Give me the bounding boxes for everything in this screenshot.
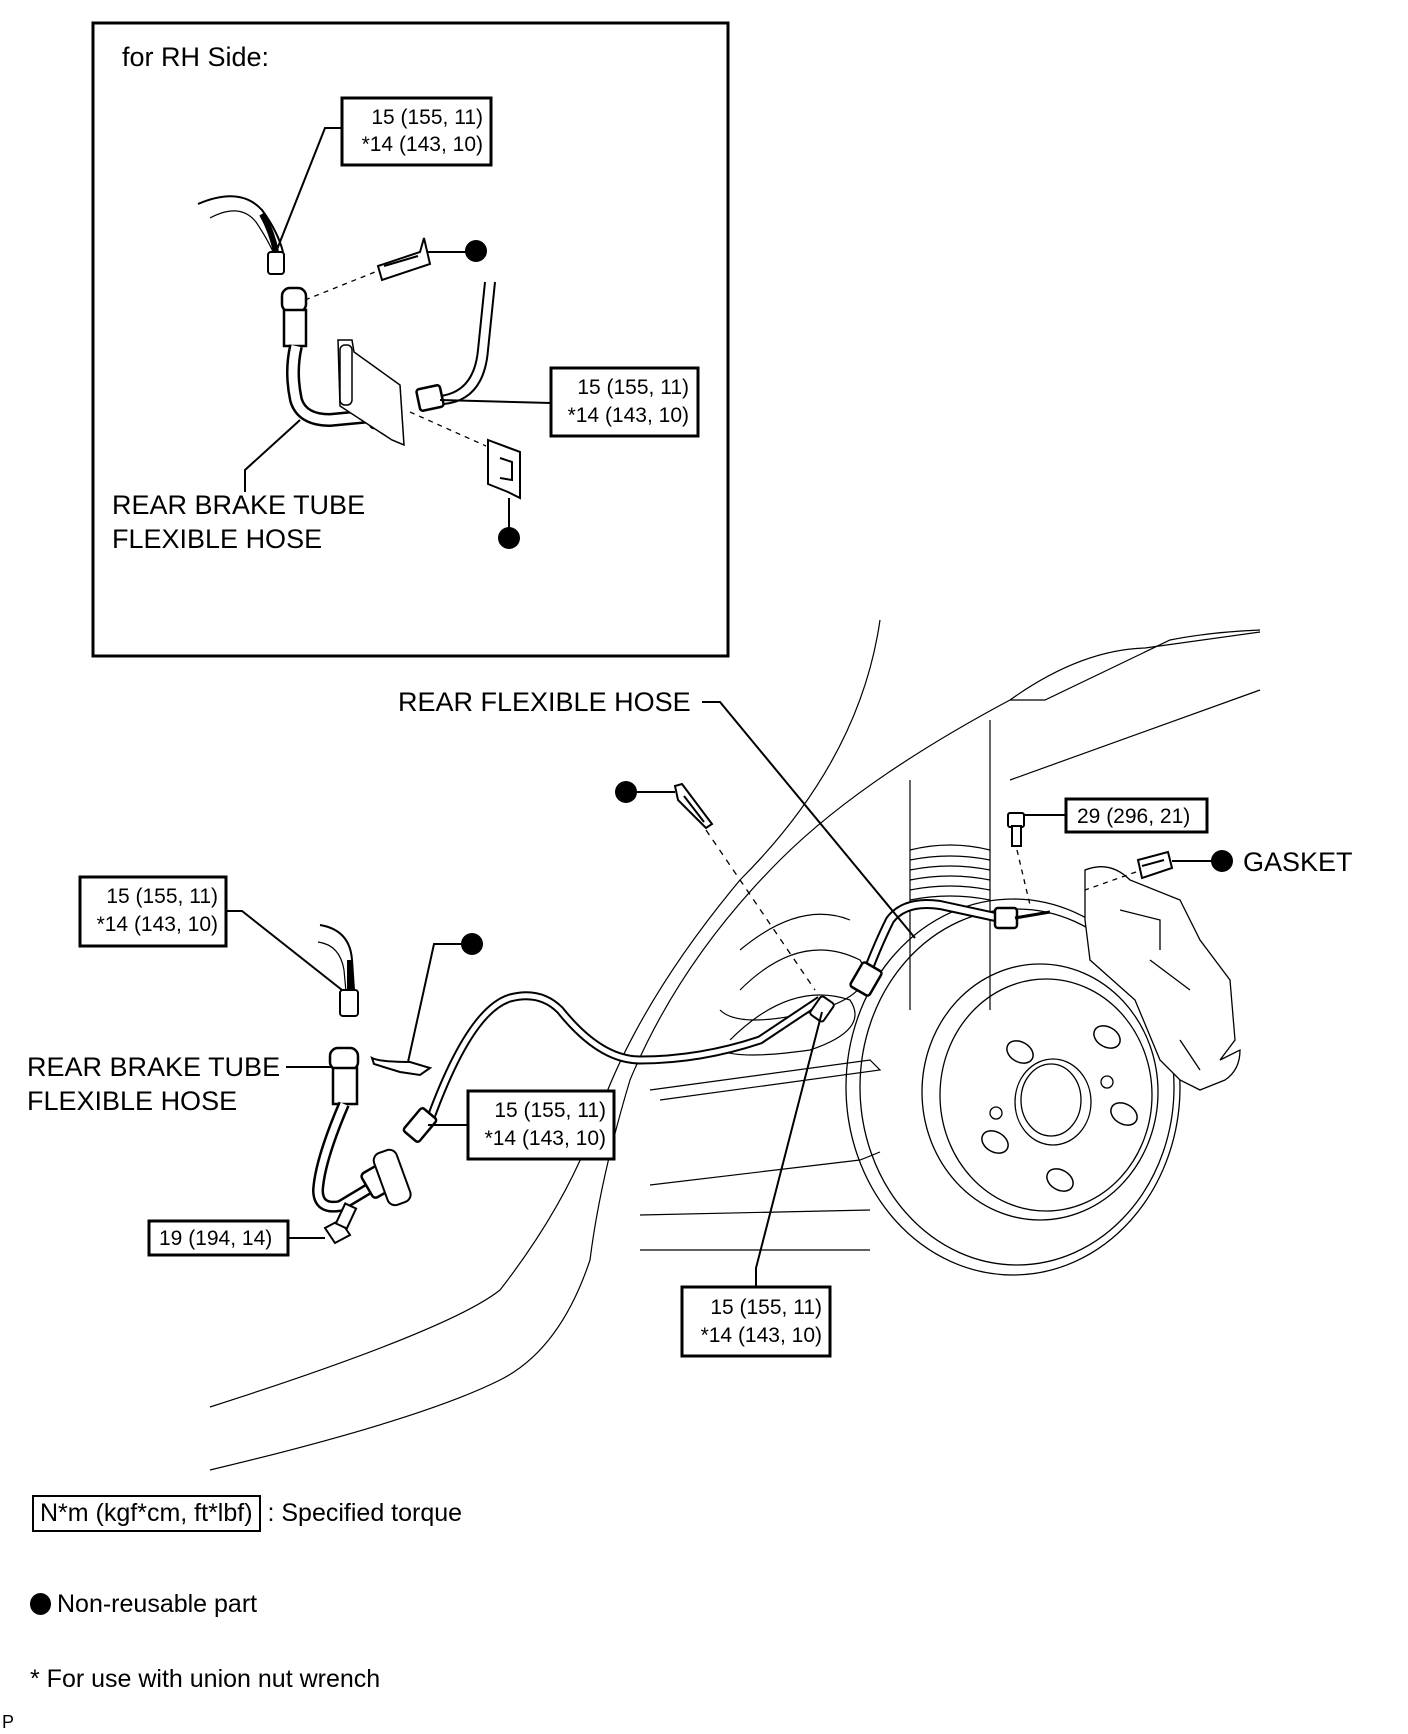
upper-left-torque-box <box>78 875 228 948</box>
main-brake-tube <box>425 991 835 1122</box>
bottom-torque-line1: 15 (155, 11) <box>710 1296 822 1319</box>
left-flexible-hose <box>311 924 438 1245</box>
gasket-label: GASKET <box>1243 847 1353 877</box>
left-clip <box>370 1056 433 1077</box>
bottom-torque-line2: *14 (143, 10) <box>701 1324 822 1347</box>
inset-brake-tube-right <box>415 281 496 412</box>
inset-callout-2-line2: *14 (143, 10) <box>568 404 689 427</box>
brake-caliper <box>1084 866 1241 1091</box>
upper-left-torque-leader <box>226 910 343 991</box>
inset-hose-label-leader <box>244 419 301 492</box>
inset-hose-label-line1: REAR BRAKE TUBE <box>112 490 365 520</box>
legend-non-reusable: Non-reusable part <box>30 1590 257 1619</box>
non-reusable-dot <box>465 240 487 262</box>
inset-clip-lower <box>487 438 521 500</box>
non-reusable-dot <box>1211 850 1233 872</box>
inset-callout-1-leader <box>275 127 342 253</box>
caliper-bolt-dashed <box>1016 849 1031 906</box>
bolt-left-torque-box <box>147 1219 290 1257</box>
left-clip-leader <box>407 943 464 1063</box>
inset-bracket <box>337 339 405 447</box>
non-reusable-text: Non-reusable part <box>57 1590 258 1618</box>
upper-left-torque-line1: 15 (155, 11) <box>106 885 218 908</box>
inset-clip-upper <box>376 237 432 282</box>
caliper-bolt <box>1007 812 1025 847</box>
upper-left-torque-line2: *14 (143, 10) <box>97 913 218 936</box>
gasket-part <box>1136 850 1174 880</box>
inset-clip-lower-dashed <box>409 411 487 447</box>
inset-callout-1-line1: 15 (155, 11) <box>371 106 483 129</box>
rh-side-inset: for RH Side: <box>91 21 730 658</box>
non-reusable-dot-icon <box>30 1593 51 1615</box>
legend-footnote: * For use with union nut wrench <box>30 1665 380 1694</box>
legend-torque: N*m (kgf*cm, ft*lbf) : Specified torque <box>32 1495 462 1532</box>
upper-clip <box>673 782 714 830</box>
hub-center <box>1014 1058 1092 1146</box>
non-reusable-dot <box>615 781 637 803</box>
torque-unit-box: N*m (kgf*cm, ft*lbf) <box>32 1495 261 1532</box>
inset-title: for RH Side: <box>122 42 269 72</box>
caliper-bolt-torque: 29 (296, 21) <box>1077 805 1190 828</box>
upper-clip-dashed <box>705 829 816 991</box>
main-hose-label-line1: REAR BRAKE TUBE <box>27 1052 280 1082</box>
inset-clip-upper-dashed <box>304 269 381 301</box>
caliper-bolt-torque-box <box>1064 797 1209 834</box>
bottom-torque-leader <box>755 1011 823 1287</box>
inset-callout-2-line1: 15 (155, 11) <box>577 376 689 399</box>
bolt-left-torque: 19 (194, 14) <box>159 1227 272 1250</box>
main-hose-label-line2: FLEXIBLE HOSE <box>27 1086 237 1116</box>
inset-frame <box>91 21 730 658</box>
rear-flexible-hose-strut <box>849 899 1051 997</box>
rear-flexible-hose-label: REAR FLEXIBLE HOSE <box>398 687 691 717</box>
inset-callout-1-line2: *14 (143, 10) <box>362 133 483 156</box>
non-reusable-dot <box>498 527 520 549</box>
wheel-studs <box>981 1025 1138 1192</box>
middle-torque-line2: *14 (143, 10) <box>485 1127 606 1150</box>
non-reusable-dot <box>461 933 483 955</box>
inset-brake-tube-upper <box>197 195 285 275</box>
inset-callout-2-box <box>549 366 700 438</box>
middle-torque-line1: 15 (155, 11) <box>494 1099 606 1122</box>
torque-unit-desc: : Specified torque <box>267 1499 463 1527</box>
inset-callout-1-box <box>340 96 493 167</box>
corner-mark: P <box>2 1712 15 1732</box>
rear-flexible-hose-leader <box>702 701 916 939</box>
inset-hose-label-line2: FLEXIBLE HOSE <box>112 524 322 554</box>
footnote-text: * For use with union nut wrench <box>30 1665 381 1693</box>
inset-callout-2-leader <box>439 399 552 404</box>
